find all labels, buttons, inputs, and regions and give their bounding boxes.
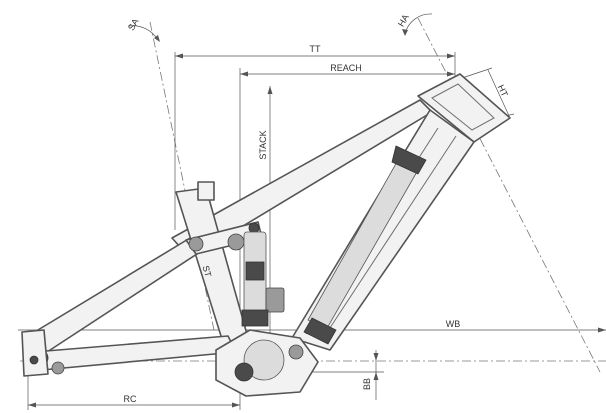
rear-dropout-pivot	[51, 361, 65, 375]
ha-angle-arrow	[402, 29, 408, 36]
rc-label: RC	[124, 394, 137, 404]
sa-label: SA	[126, 17, 141, 32]
st-label: ST	[201, 264, 214, 278]
bb-label: BB	[362, 378, 372, 390]
rc-arrow-right	[232, 402, 240, 408]
rocker-pivot-main	[227, 233, 245, 251]
motor-mount-bolt	[288, 344, 304, 360]
stack-arrow-top	[267, 86, 273, 94]
sa-angle-arrow	[154, 35, 160, 42]
head-tube	[417, 73, 511, 143]
reach-label: REACH	[330, 63, 362, 73]
battery-bottom-mount	[303, 317, 337, 345]
wb-label: WB	[446, 319, 461, 329]
bike-frame	[21, 73, 511, 397]
bb-arrow-top	[373, 353, 379, 361]
rear-axle-center	[29, 355, 39, 365]
stack-label: STACK	[258, 130, 268, 159]
rocker-pivot-front	[248, 222, 260, 234]
rocker-pivot-rear	[188, 236, 204, 252]
rc-arrow-left	[28, 402, 36, 408]
rear-dropout	[21, 329, 49, 377]
bb-arrow-bottom	[373, 372, 379, 380]
ht-label: HT	[496, 83, 510, 99]
head-angle-axis	[417, 17, 601, 373]
seat-stay	[27, 237, 201, 355]
tt-label: TT	[310, 44, 321, 54]
tt-arrow-right	[447, 53, 455, 59]
shock-reservoir	[265, 287, 285, 313]
down-tube-inner-line-2	[321, 135, 457, 341]
wb-arrow-right	[598, 327, 606, 333]
seat-tube-collar	[197, 181, 215, 201]
reach-arrow-left	[240, 71, 248, 77]
battery-top-mount	[391, 145, 427, 175]
bottom-bracket	[234, 362, 254, 382]
reach-arrow-right	[447, 71, 455, 77]
rear-shock-can	[245, 261, 265, 281]
motor-cover	[243, 339, 285, 381]
tt-arrow-left	[175, 53, 183, 59]
rear-shock-eyelet	[241, 309, 269, 327]
ht-dimension-line	[487, 69, 511, 119]
head-tube-window	[431, 83, 495, 131]
dimension-arrows	[28, 13, 606, 408]
